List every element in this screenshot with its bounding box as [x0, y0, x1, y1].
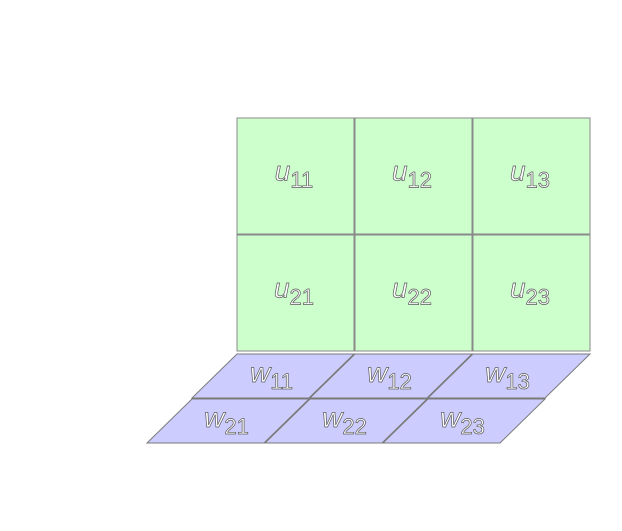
w-label-11: w11: [250, 357, 293, 394]
u-cell-11: [236, 117, 355, 235]
w-label-22: w22: [322, 402, 367, 439]
u-label-13: u13: [510, 156, 550, 193]
u-cell-13: [472, 117, 591, 235]
matrix-w-grid: w11 w12 w13 w21 w22 w23: [145, 353, 592, 444]
w-label-13: w13: [485, 357, 530, 394]
w-cell-12: [308, 353, 474, 399]
w-cell-21: [145, 398, 311, 444]
w-cell-11: [190, 353, 356, 399]
matrix-u-grid: u11 u12 u13 u21 u22 u23: [236, 117, 591, 352]
u-label-21: u21: [274, 273, 314, 310]
w-label-21: w21: [204, 402, 249, 439]
w-cell-23: [381, 398, 547, 444]
u-cell-21: [236, 234, 355, 352]
u-label-11: u11: [275, 156, 313, 193]
u-cell-22: [354, 234, 473, 352]
w-cell-22: [263, 398, 429, 444]
u-label-23: u23: [510, 273, 550, 310]
u-cell-23: [472, 234, 591, 352]
w-label-23: w23: [440, 402, 485, 439]
u-label-12: u12: [392, 156, 432, 193]
u-label-22: u22: [392, 273, 432, 310]
w-cell-13: [426, 353, 592, 399]
w-label-12: w12: [367, 357, 412, 394]
u-cell-12: [354, 117, 473, 235]
